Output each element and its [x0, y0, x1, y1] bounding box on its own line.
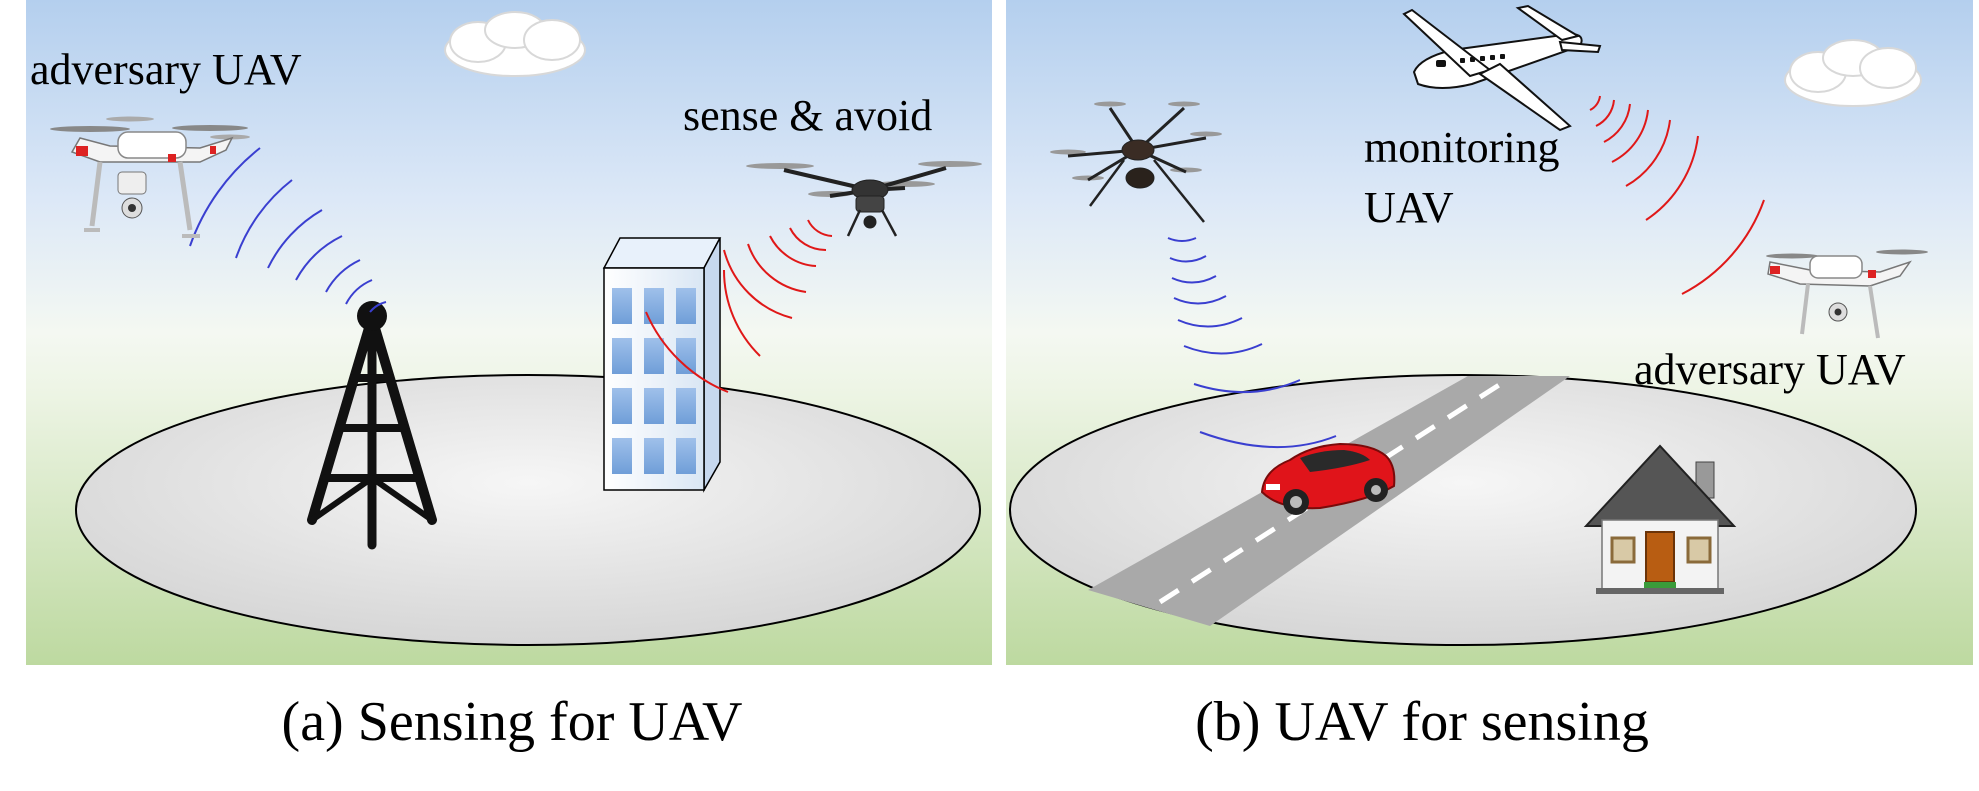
- coverage-area-disk: [75, 374, 981, 646]
- dark-octocopter-icon: [1050, 101, 1222, 223]
- sense-avoid-label: sense & avoid: [683, 91, 932, 140]
- monitoring-uav-label-line1: monitoring: [1364, 123, 1560, 172]
- red-car-icon: [1260, 442, 1396, 515]
- caption-panel-b: (b) UAV for sensing: [1195, 691, 1649, 753]
- sensing-waves-blue: [189, 147, 387, 313]
- sensing-waves-red: [1589, 95, 1765, 295]
- monitoring-uav-label-line2: UAV: [1364, 183, 1454, 232]
- white-quadcopter-icon: [50, 116, 250, 238]
- sensing-waves-blue: [1167, 237, 1337, 448]
- sensing-waves-red: [645, 219, 833, 393]
- cloud-icon: [444, 11, 586, 77]
- adversary-uav-label: adversary UAV: [1634, 345, 1906, 394]
- caption-panel-a: (a) Sensing for UAV: [282, 691, 743, 753]
- building-icon: [602, 237, 722, 493]
- house-icon: [1583, 444, 1737, 594]
- panel-a: adversary UAV sense & avoid: [26, 0, 992, 665]
- panel-b: monitoring UAV adversary UAV: [1006, 0, 1973, 665]
- white-quadcopter-icon: [1766, 249, 1928, 339]
- adversary-uav-label: adversary UAV: [30, 45, 302, 94]
- cloud-icon: [1784, 39, 1922, 107]
- black-hexacopter-icon: [746, 161, 982, 237]
- airplane-icon: [1402, 4, 1602, 132]
- cell-tower-icon: [307, 301, 437, 550]
